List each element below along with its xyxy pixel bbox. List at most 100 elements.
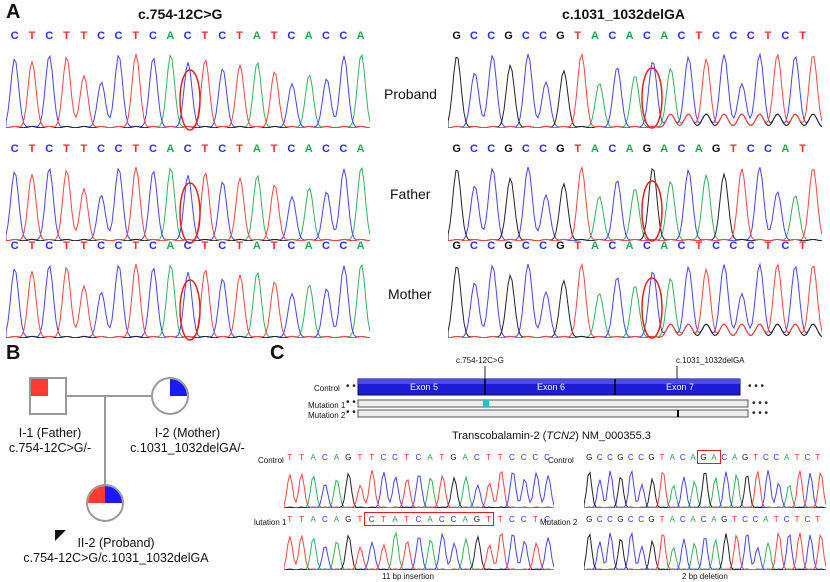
trace-G <box>448 167 822 241</box>
deletion-highlight-box <box>697 450 721 464</box>
trace-C <box>584 531 826 570</box>
base-call: T <box>815 453 821 462</box>
base-call: A <box>310 515 316 524</box>
father-symbol <box>29 377 67 415</box>
base-call: G <box>648 453 655 462</box>
base-call: C <box>520 453 527 462</box>
right-highlight-row-1 <box>641 180 663 242</box>
base-call: C <box>746 240 755 252</box>
insertion-highlight-box <box>364 512 494 526</box>
base-call: C <box>677 30 686 42</box>
base-call: A <box>660 143 669 155</box>
base-call: T <box>659 515 665 524</box>
panel-c-letter: C <box>270 342 285 364</box>
svg-text:• • •: • • • <box>752 408 769 419</box>
base-call: G <box>700 453 707 462</box>
base-call: T <box>369 453 375 462</box>
base-call: C <box>746 30 755 42</box>
base-call: G <box>642 143 652 155</box>
base-call: C <box>721 453 728 462</box>
base-call: T <box>659 453 665 462</box>
base-call: C <box>509 515 515 524</box>
trace-A <box>284 475 554 508</box>
base-call: C <box>114 240 123 252</box>
base-call: C <box>679 515 686 524</box>
base-call: A <box>669 453 675 462</box>
base-call: C <box>322 453 328 462</box>
base-call: C <box>469 240 478 252</box>
right-highlight-row-0 <box>641 67 663 129</box>
base-call: G <box>504 30 513 42</box>
trace-G <box>448 266 822 338</box>
base-call: T <box>299 453 304 462</box>
left-mutation-title: c.754-12C>G <box>138 6 223 22</box>
track-label-mutation2: Mutation 2 <box>308 411 346 420</box>
base-call: C <box>521 143 530 155</box>
c-mutation-right-label: c.1031_1032delGA <box>676 356 745 365</box>
base-call: A <box>166 240 175 252</box>
base-call: C <box>677 240 686 252</box>
base-call: A <box>591 143 599 155</box>
base-call: A <box>310 453 316 462</box>
base-call: A <box>462 453 468 462</box>
mother-genotype: c.1031_1032delGA/- <box>130 441 245 455</box>
base-call: T <box>574 240 582 252</box>
base-call: T <box>773 515 779 524</box>
base-call: T <box>236 30 243 42</box>
base-call: T <box>753 453 758 462</box>
base-call: C <box>742 515 748 524</box>
base-call: C <box>339 143 348 155</box>
base-call: T <box>357 515 363 524</box>
base-call: C <box>45 240 54 252</box>
trace-G <box>284 534 554 570</box>
right-control-label: Control <box>548 456 574 465</box>
base-call: G <box>721 515 728 524</box>
base-call: G <box>617 453 624 462</box>
base-call: A <box>333 453 340 462</box>
base-call: C <box>532 453 539 462</box>
right-highlight-row-2 <box>641 277 663 339</box>
base-call: C <box>149 143 157 155</box>
base-call: A <box>356 240 365 252</box>
base-call: T <box>439 453 445 462</box>
base-call: T <box>80 240 88 252</box>
base-call: T <box>799 143 806 155</box>
base-call: T <box>486 515 491 524</box>
base-call: A <box>763 515 769 524</box>
base-call: C <box>679 453 686 462</box>
svg-text:• • •: • • • <box>748 381 765 392</box>
proband-symbol <box>55 484 124 541</box>
trace-C <box>448 166 822 241</box>
trace-T <box>448 52 822 128</box>
base-call: G <box>504 143 513 155</box>
base-call: G <box>450 453 457 462</box>
base-call: C <box>218 240 227 252</box>
left-highlight-row-1 <box>179 182 201 244</box>
left-mutation-trace <box>284 531 554 570</box>
base-call: C <box>729 30 738 42</box>
base-call: C <box>10 30 19 42</box>
base-call: G <box>648 515 655 524</box>
base-call: T <box>532 515 538 524</box>
base-call: C <box>183 30 192 42</box>
maternal-mutation-fill <box>170 379 187 396</box>
left-control-trace <box>284 470 554 508</box>
trace-G <box>584 471 826 508</box>
base-call: A <box>669 515 675 524</box>
base-call: C <box>520 515 527 524</box>
base-call: G <box>556 30 565 42</box>
base-call: C <box>114 30 123 42</box>
base-call: T <box>201 143 209 155</box>
proband-arrow-icon <box>55 530 66 541</box>
base-call: C <box>10 240 19 252</box>
base-call: T <box>574 30 582 42</box>
base-call: C <box>539 143 548 155</box>
base-call: T <box>63 30 70 42</box>
base-call: C <box>596 453 603 462</box>
base-call: A <box>591 240 599 252</box>
base-call: C <box>712 30 721 42</box>
base-call: C <box>149 30 157 42</box>
